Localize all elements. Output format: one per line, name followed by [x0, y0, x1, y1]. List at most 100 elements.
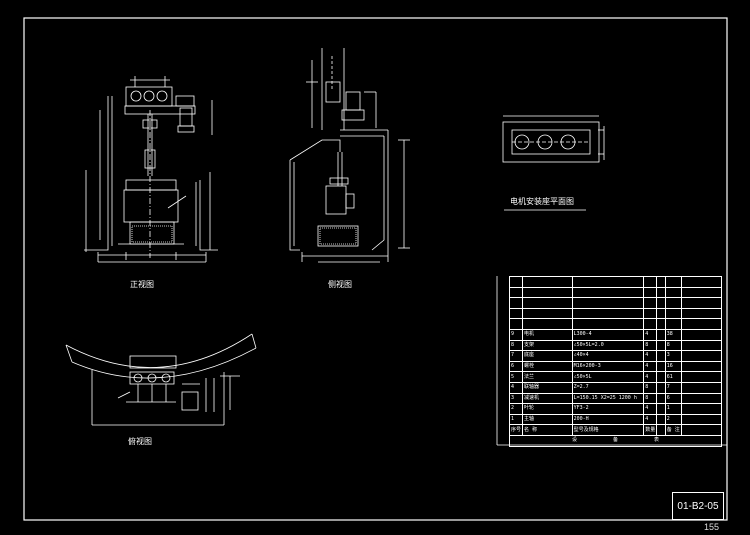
bom-cell-blank [680, 307, 723, 320]
bom-cell-name [522, 318, 573, 330]
bom-cell-no [508, 318, 524, 330]
bom-cell-blank [680, 297, 723, 309]
bom-cell-qty: 4 [643, 403, 658, 415]
bom-cell-mat [656, 371, 666, 383]
bom-cell-qty: 4 [643, 413, 658, 426]
bom-cell-spec [571, 318, 645, 330]
bom-cell-no [508, 297, 524, 309]
bom-cell-note [664, 276, 682, 288]
bom-cell-note: 6 [664, 392, 682, 405]
bom-cell-blank [680, 403, 723, 415]
bom-cell-mat [656, 381, 666, 394]
bom-cell-no [508, 307, 524, 320]
bom-cell-spec: ∠50×5L=2.0 [571, 339, 645, 352]
bom-cell-mat [656, 403, 666, 415]
bom-cell-blank [680, 413, 723, 426]
bom-cell-blank [680, 371, 723, 383]
bom-cell-blank [680, 318, 723, 330]
bom-cell-qty: 数量 [643, 424, 658, 436]
bom-cell-name: 名 称 [522, 424, 573, 436]
bom-cell-spec: YF3-2 [571, 403, 645, 415]
bom-cell-name: 螺栓 [522, 360, 573, 373]
bom-cell-qty [643, 318, 658, 330]
bom-cell-mat [656, 360, 666, 373]
bom-cell-name: 电机 [522, 328, 573, 341]
bom-cell-blank [680, 360, 723, 373]
bom-cell-blank [680, 276, 723, 288]
bom-cell-no: 2 [508, 403, 524, 415]
bom-cell-mat [656, 286, 666, 299]
bom-cell-no: 9 [508, 328, 524, 341]
bom-cell-no [508, 286, 524, 299]
bom-footer-char: 表 [654, 437, 660, 444]
bom-cell-qty: 8 [643, 381, 658, 394]
bom-cell-spec: 型号及规格 [571, 424, 645, 436]
bom-cell-spec: M16×200-3 [571, 360, 645, 373]
bom-cell-note [664, 307, 682, 320]
bom-cell-qty [643, 286, 658, 299]
bom-cell-spec: L=150.15 X2=25 1200 h [571, 392, 645, 405]
bom-cell-qty [643, 276, 658, 288]
bom-cell-mat [656, 276, 666, 288]
bom-cell-name: 支架 [522, 339, 573, 352]
bom-cell-blank [680, 350, 723, 362]
bom-cell-no: 6 [508, 360, 524, 373]
bom-cell-qty: 4 [643, 350, 658, 362]
front-view-title: 正视图 [130, 280, 154, 289]
bom-cell-spec [571, 286, 645, 299]
bom-row [508, 307, 723, 320]
bom-cell-note: 备 注 [664, 424, 682, 436]
bom-cell-qty: 4 [643, 360, 658, 373]
bom-cell-qty: 4 [643, 371, 658, 383]
bom-cell-qty [643, 297, 658, 309]
bom-cell-spec: ∠50×5L [571, 371, 645, 383]
bom-cell-name: 减速机 [522, 392, 573, 405]
bom-cell-note: 7 [664, 381, 682, 394]
bom-cell-blank [680, 424, 723, 436]
bom-cell-no: 3 [508, 392, 524, 405]
detail-view-title: 电机安装座平面图 [510, 197, 574, 206]
bom-cell-note: 38 [664, 328, 682, 341]
bom-row [508, 276, 723, 288]
bom-cell-mat [656, 318, 666, 330]
bom-footer-cell: 设备表 [509, 434, 722, 447]
bom-cell-name [522, 307, 573, 320]
bom-cell-note: 2 [664, 413, 682, 426]
bom-cell-no: 4 [508, 381, 524, 394]
side-view [289, 48, 410, 263]
bom-cell-no: 5 [508, 371, 524, 383]
drawing-code: 01-B2-05 [672, 492, 724, 520]
bom-cell-name [522, 276, 573, 288]
side-view-title: 侧视图 [328, 280, 352, 289]
bom-cell-qty: 8 [643, 392, 658, 405]
bom-cell-name: 主轴 [522, 413, 573, 426]
bom-cell-spec: 200-H [571, 413, 645, 426]
bom-cell-note: 3 [664, 350, 682, 362]
bom-cell-mat [656, 328, 666, 341]
bom-cell-note [664, 318, 682, 330]
bom-cell-spec: ∠40×4 [571, 350, 645, 362]
bom-cell-blank [680, 392, 723, 405]
bom-cell-name [522, 286, 573, 299]
bom-cell-no: 1 [508, 413, 524, 426]
bom-cell-spec: L300-4 [571, 328, 645, 341]
bom-cell-note: 16 [664, 360, 682, 373]
bom-header-row: 序号名 称型号及规格数量备 注 [508, 424, 723, 436]
bom-footer-char: 备 [612, 437, 618, 444]
bom-cell-blank [680, 328, 723, 341]
bom-cell-spec [571, 297, 645, 309]
bom-cell-spec: Z=2.7 [571, 381, 645, 394]
bom-cell-qty [643, 307, 658, 320]
bom-footer-char: 设 [571, 437, 577, 444]
drawing-frame [23, 17, 728, 521]
plan-view-title: 俯视图 [128, 437, 152, 446]
bom-cell-spec [571, 276, 645, 288]
